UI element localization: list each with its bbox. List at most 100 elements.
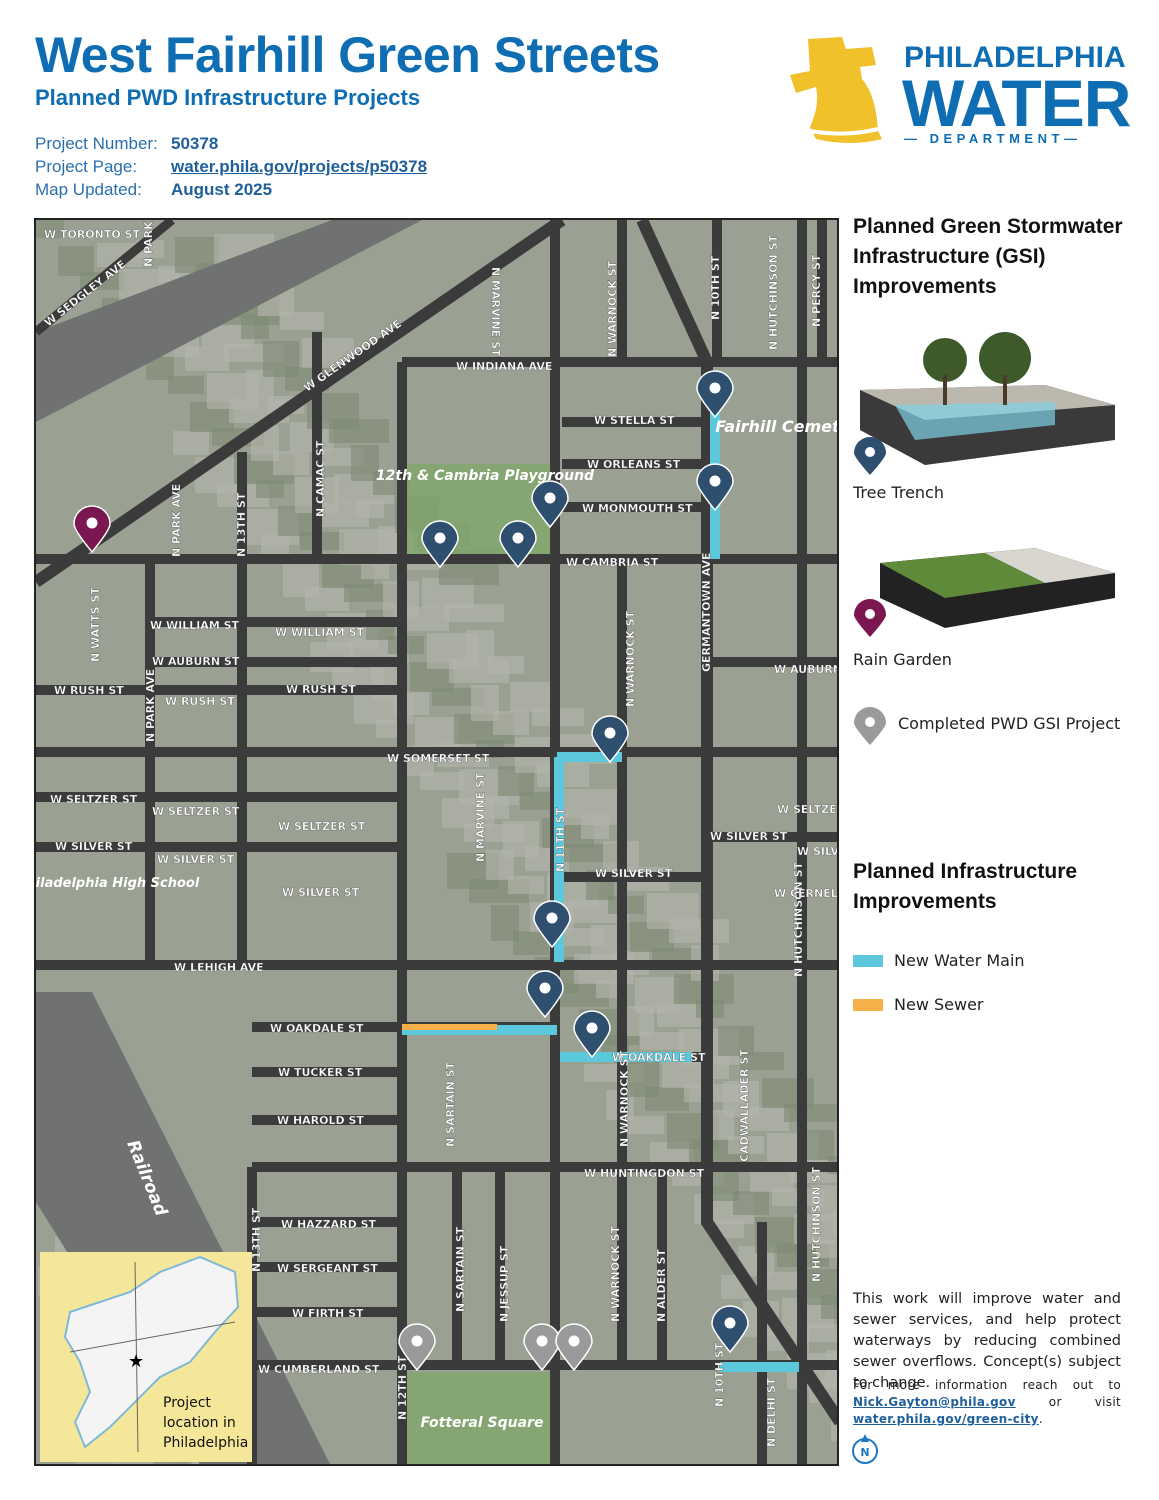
street-label: W WILLIAM ST — [150, 619, 240, 632]
building-block — [241, 315, 269, 339]
project-page-link[interactable]: water.phila.gov/projects/p50378 — [171, 157, 428, 176]
building-block — [718, 1026, 754, 1056]
place-label: YES Philadelphia High School — [36, 876, 200, 891]
street-label: W CUMBERLAND ST — [258, 1363, 380, 1376]
building-block — [640, 1032, 684, 1050]
building-block — [833, 1211, 837, 1235]
street-label: W SERGEANT ST — [277, 1262, 378, 1275]
building-block — [329, 419, 389, 443]
completed-gsi-pin — [555, 1323, 593, 1372]
street-label: W SILVER ST — [157, 853, 235, 866]
building-block — [508, 876, 544, 894]
map-updated: Map Updated:August 2025 — [35, 180, 272, 200]
street-label: W WILLIAM ST — [275, 626, 365, 639]
tree-trench-pin — [533, 900, 571, 949]
tree-trench-label: Tree Trench — [853, 483, 944, 499]
pwd-logo: PHILADELPHIA WATER — DEPARTMENT— — [780, 35, 1131, 150]
street-label: N HUTCHINSON ST — [792, 862, 805, 977]
building-block — [811, 1185, 837, 1221]
street-label: W AUBURN ST — [152, 655, 240, 668]
street-label: W INDIANA AVE — [456, 360, 552, 373]
place-label: Fotteral Square — [421, 1415, 544, 1431]
completed-gsi-label: Completed PWD GSI Project — [898, 714, 1121, 733]
street-label: W SELTZER ST — [278, 820, 366, 833]
building-block — [173, 431, 209, 455]
building-block — [581, 815, 609, 839]
street-label: W ORLEANS ST — [587, 458, 681, 471]
rain-garden-illustration — [880, 548, 1115, 628]
tree-trench-pin — [696, 370, 734, 419]
tree-trench-pin — [526, 970, 564, 1019]
building-block — [669, 919, 729, 943]
contact-text: . — [1038, 1412, 1043, 1426]
street-label: W STELLA ST — [594, 414, 675, 427]
street-label: N 13TH ST — [250, 1207, 263, 1272]
building-block — [356, 500, 384, 518]
street-label: W SILVER ST — [595, 867, 673, 880]
tree-trench-pin — [696, 463, 734, 512]
street-label: N WARNOCK ST — [624, 610, 637, 707]
rain-garden-pin-icon — [854, 599, 886, 637]
map-canvas[interactable]: Fairhill Cemetery12th & Cambria Playgrou… — [36, 220, 839, 1466]
building-block — [628, 1116, 664, 1134]
project-location-star-icon: ★ — [128, 1351, 144, 1372]
street-label: W RUSH ST — [54, 684, 124, 697]
building-block — [305, 587, 349, 611]
completed-gsi-pin-icon — [854, 707, 886, 745]
infra-title-line: Improvements — [853, 890, 997, 913]
street-label: N WARNOCK ST — [618, 1050, 631, 1147]
building-block — [821, 1295, 837, 1319]
street-label: W OAKDALE ST — [270, 1022, 364, 1035]
map[interactable]: Fairhill Cemetery12th & Cambria Playgrou… — [34, 218, 839, 1466]
railroad-corridor — [36, 220, 422, 422]
gsi-title-line: Planned Green Stormwater — [853, 215, 1123, 238]
street-label: W SILVER ST — [710, 830, 788, 843]
logo-line1: PHILADELPHIA — [904, 41, 1126, 74]
tree-trench-pin — [711, 1305, 749, 1354]
building-block — [493, 711, 529, 735]
logo-line2: WATER — [902, 66, 1131, 140]
germantown-ave — [636, 220, 837, 1426]
street-label: W SELTZER ST — [50, 793, 138, 806]
water-main-swatch — [853, 955, 883, 967]
building-block — [168, 376, 204, 394]
sedgley-ave — [36, 220, 175, 336]
locator-inset: ★ — [40, 1252, 252, 1462]
street-label: N 10TH ST — [709, 255, 722, 320]
street-label: W HAROLD ST — [277, 1114, 364, 1127]
street-label: W SELTZER ST — [152, 805, 240, 818]
logo-line3: — DEPARTMENT— — [904, 131, 1082, 146]
building-block — [716, 1220, 744, 1238]
building-block — [740, 1052, 784, 1070]
street-label: W SILVER — [797, 845, 839, 858]
street-label: N DELHI ST — [765, 1377, 778, 1447]
water-main-label: New Water Main — [894, 951, 1025, 970]
completed-gsi-pin — [398, 1323, 436, 1372]
map-updated-label: Map Updated: — [35, 180, 142, 199]
building-block — [256, 480, 284, 498]
building-block — [280, 312, 324, 330]
sewer-swatch — [853, 999, 883, 1011]
green-city-link[interactable]: water.phila.gov/green-city — [853, 1412, 1039, 1426]
street-label: W MONMOUTH ST — [582, 502, 693, 515]
building-block — [481, 795, 509, 819]
logo-department: DEPARTMENT — [929, 131, 1064, 146]
street-label: N WARNOCK ST — [606, 260, 619, 357]
place-label: Fairhill Cemetery — [715, 417, 839, 436]
building-block — [806, 1130, 834, 1160]
building-block — [804, 1324, 837, 1342]
street-label: N SARTAIN ST — [454, 1226, 467, 1312]
rain-garden-pin — [73, 505, 111, 554]
building-block — [488, 656, 524, 674]
street-label: N 11TH ST — [554, 807, 567, 872]
contact-email-link[interactable]: Nick.Gayton@phila.gov — [853, 1395, 1016, 1409]
street-label: W CAMBRIA ST — [566, 556, 659, 569]
street-label: W OAKDALE ST — [612, 1051, 706, 1064]
street-label: W AUBURN — [774, 663, 839, 676]
building-block — [444, 604, 504, 622]
street-label: N 12TH ST — [396, 1355, 409, 1420]
contact-text: For more information reach out to — [853, 1378, 1121, 1392]
north-arrow-icon: N — [852, 1434, 878, 1464]
